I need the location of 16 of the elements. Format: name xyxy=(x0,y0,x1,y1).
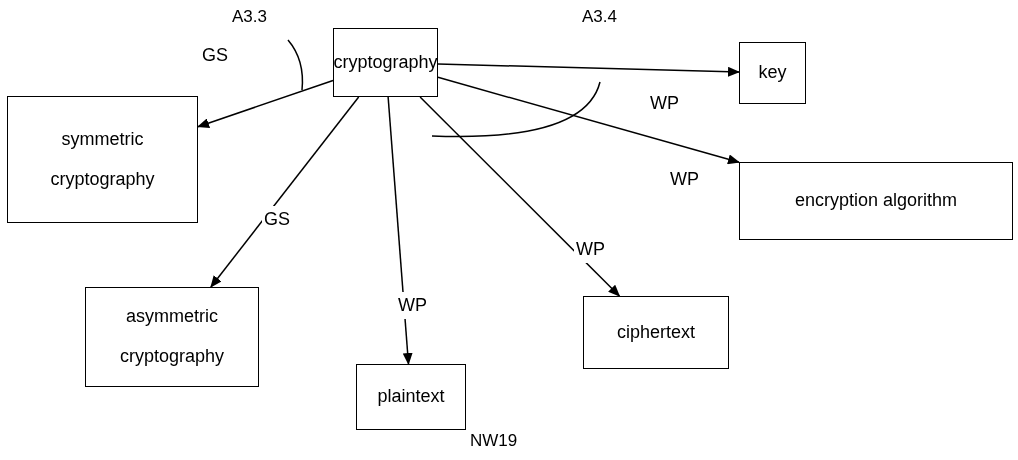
relation-label: A3.3 xyxy=(232,6,267,28)
arrow xyxy=(419,96,621,297)
concept-box: asymmetric cryptography xyxy=(85,287,259,387)
relation-label: NW19 xyxy=(470,430,518,452)
arrow xyxy=(387,96,413,365)
arrow xyxy=(437,63,740,77)
edge-label: WP xyxy=(396,292,429,319)
arrow xyxy=(210,96,360,288)
concept-box: cryptography xyxy=(333,28,438,97)
concept-box: key xyxy=(739,42,806,104)
concept-box: symmetric cryptography xyxy=(7,96,198,223)
arrow xyxy=(197,79,334,128)
concept-box: plaintext xyxy=(356,364,466,430)
concept-box: ciphertext xyxy=(583,296,729,369)
relation-label: A3.4 xyxy=(582,6,617,28)
concept-box: encryption algorithm xyxy=(739,162,1013,240)
